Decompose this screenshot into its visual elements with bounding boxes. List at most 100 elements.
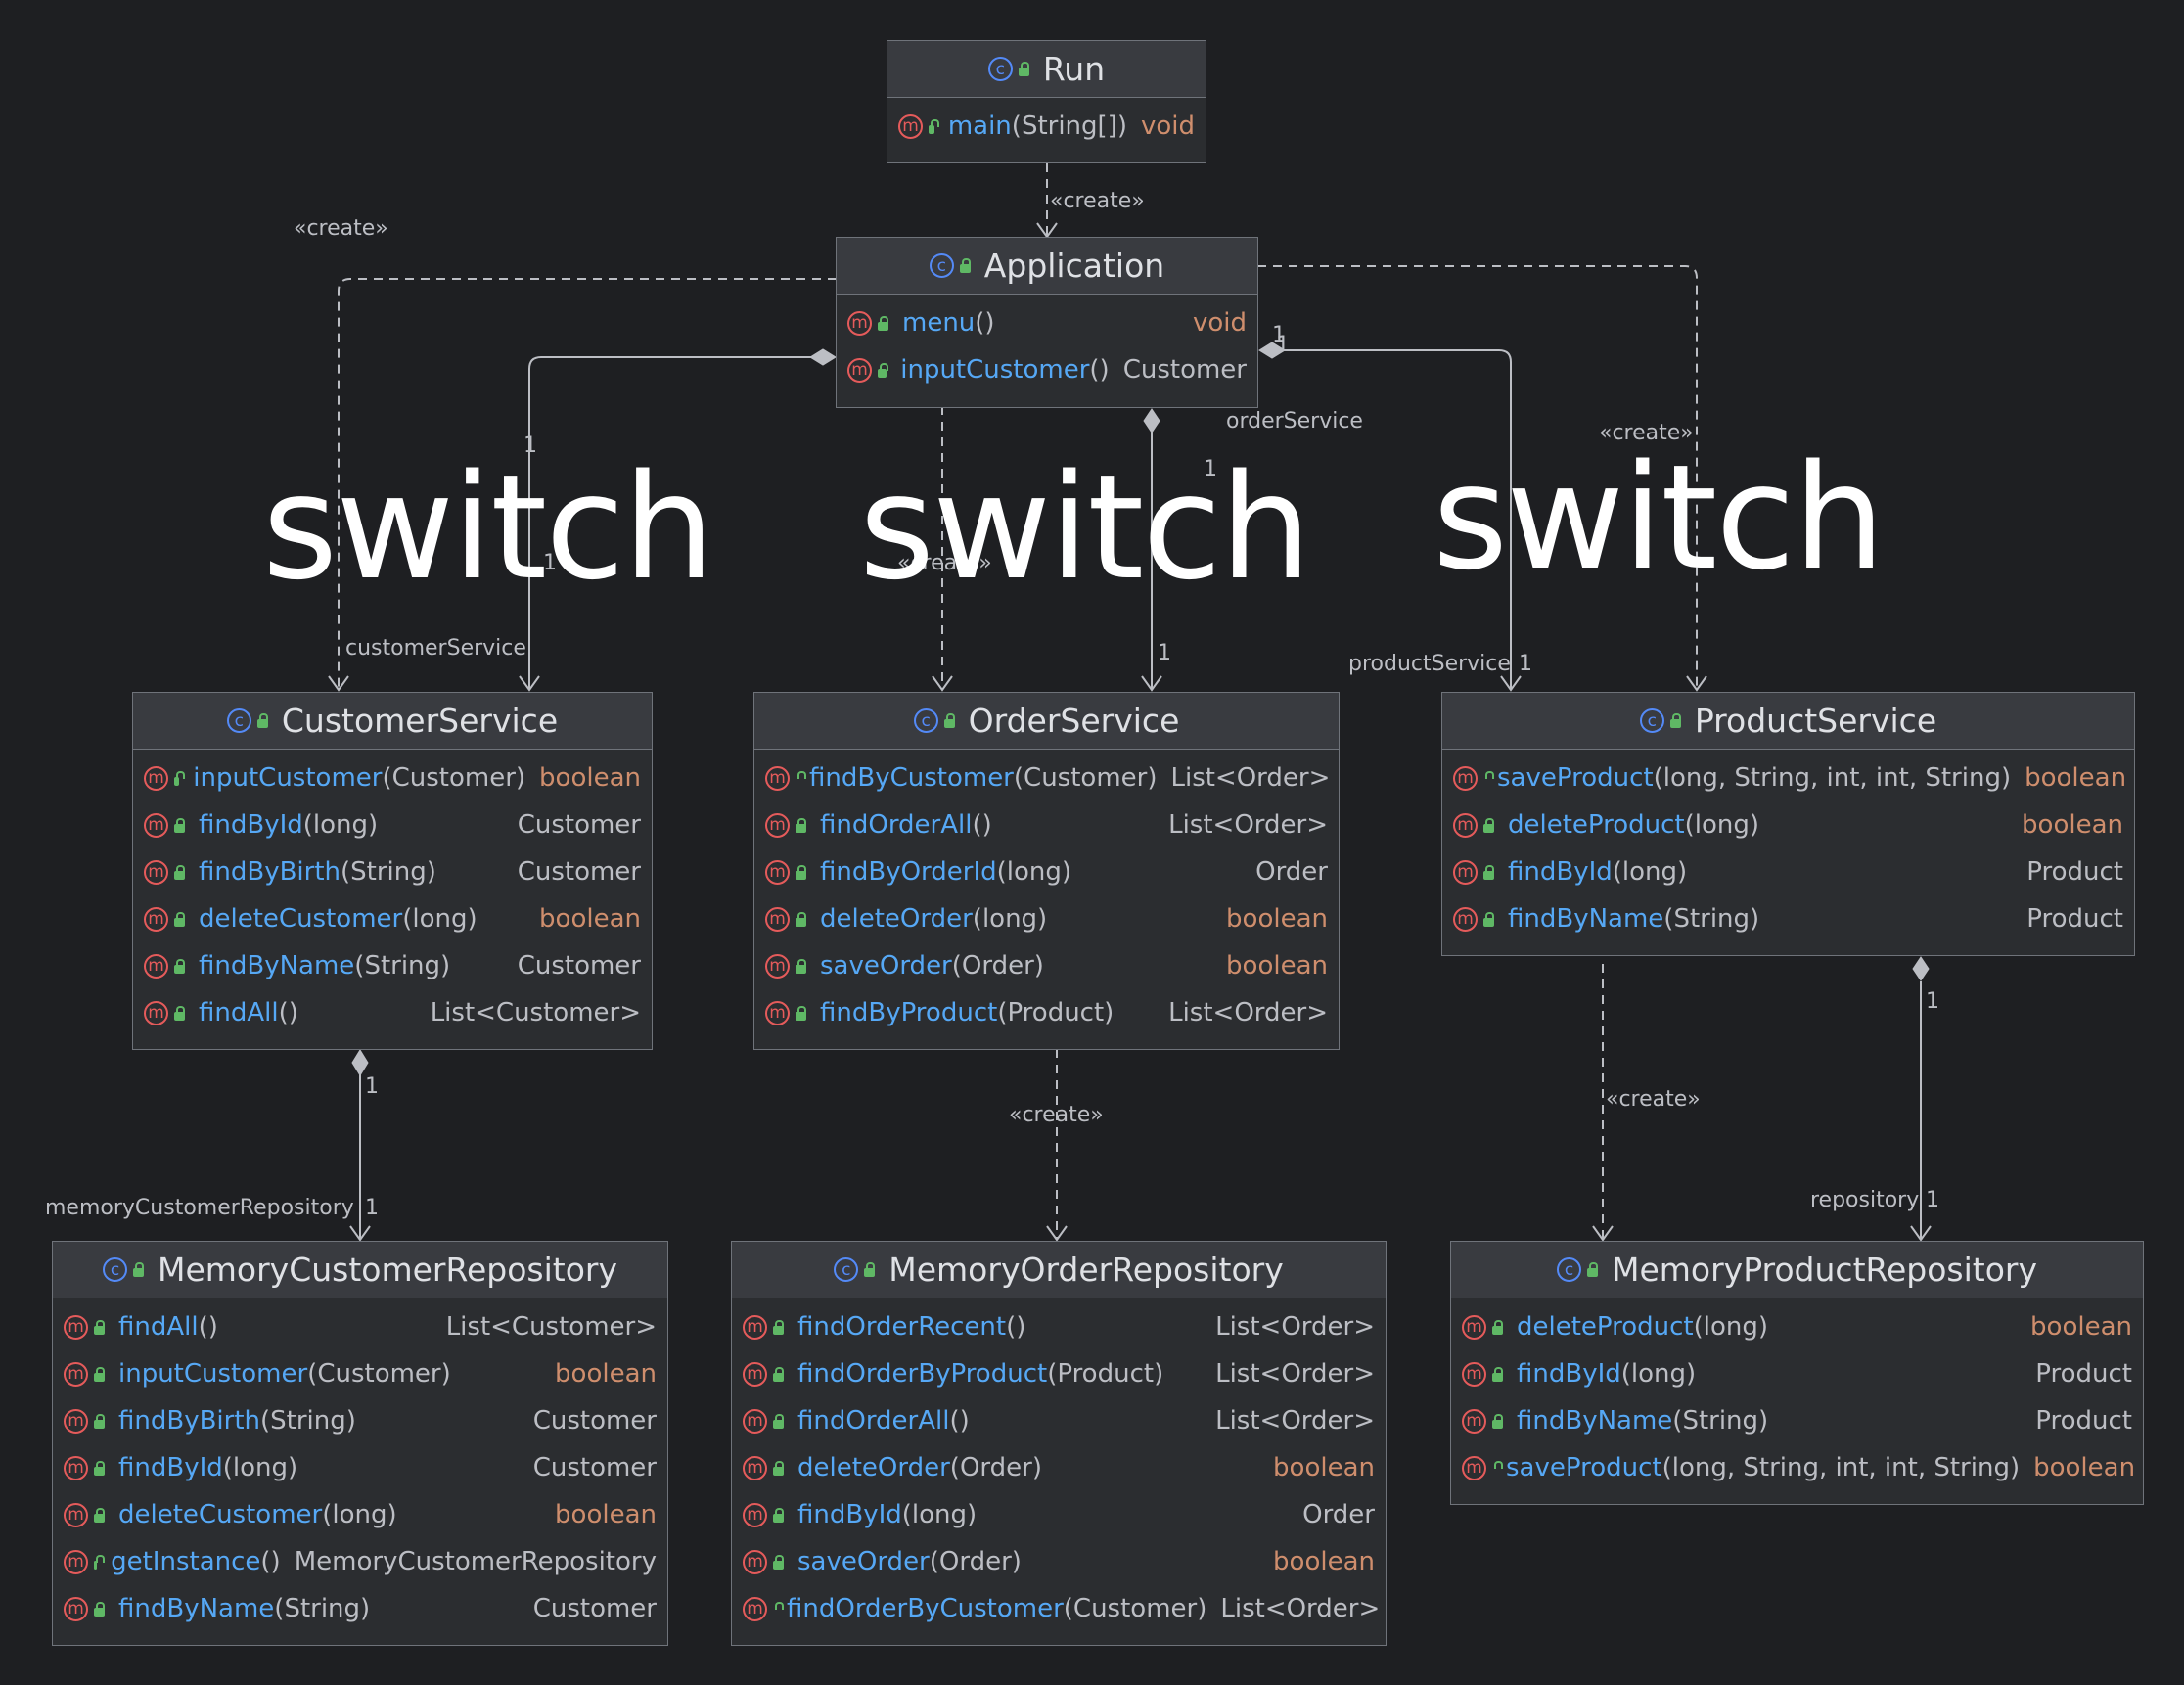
method-m-icon: m [765,906,790,932]
multiplicity-label: 1 [1276,333,1290,357]
method-params: (String) [274,1594,371,1623]
method-m-icon: m [1453,906,1478,932]
public-lock-icon [773,1413,784,1429]
method-m-icon: m [1462,1314,1486,1340]
method-name: deleteOrder [797,1453,950,1482]
class-name: Application [983,247,1165,285]
method-return-type: boolean [1226,904,1328,934]
edge-app-product-create [1257,265,1698,690]
method-params: (long) [996,857,1072,887]
public-lock-icon [796,1005,806,1021]
multiplicity-label: 1 [1926,1188,1939,1212]
method-name: findByBirth [199,857,341,887]
method-params: (Order) [949,1453,1042,1482]
method-params: () [1089,355,1110,385]
method-name: deleteCustomer [118,1500,323,1529]
multiplicity-label: 1 [1926,989,1939,1014]
method-name: findOrderByProduct [797,1359,1048,1389]
method-return-type: List<Order> [1170,763,1331,793]
method-params: (Product) [1047,1359,1164,1389]
class-c-icon: c [226,708,251,733]
method-return-type: MemoryCustomerRepository [294,1547,657,1576]
arrowhead [328,675,349,692]
class-name: Run [1042,50,1106,88]
method-params: (Order) [929,1547,1022,1576]
method-params: (long, String, int, int, String) [1653,763,2012,793]
multiplicity-label: 1 [365,1196,379,1220]
method-params: () [975,308,995,338]
method-return-type: List<Customer> [430,998,641,1027]
role-label: memoryCustomerRepository [45,1196,354,1220]
method-name: findByName [118,1594,275,1623]
public-lock-icon [94,1507,105,1523]
public-lock-icon [796,864,806,880]
method-params: () [1006,1312,1026,1342]
method-m-icon: m [765,859,790,885]
method-params: (Product) [997,998,1115,1027]
public-lock-icon [773,1460,784,1476]
method-m-icon: m [144,859,168,885]
method-name: saveProduct [1506,1453,1662,1482]
create-label: «create» [294,216,388,241]
method-name: findOrderAll [797,1406,950,1435]
public-lock-icon [1018,62,1029,76]
role-label: customerService [345,636,526,660]
method-m-icon: m [144,953,168,979]
method-params: (String) [1672,1406,1769,1435]
method-m-icon: m [765,1000,790,1025]
public-lock-icon [174,770,186,786]
method-m-icon: m [743,1549,767,1574]
method-return-type: Customer [532,1453,657,1482]
class-c-icon: c [1639,708,1664,733]
method-return-type: boolean [2022,810,2123,840]
method-return-type: boolean [1273,1453,1375,1482]
method-return-type: void [1192,308,1247,338]
method-m-icon: m [64,1596,88,1621]
